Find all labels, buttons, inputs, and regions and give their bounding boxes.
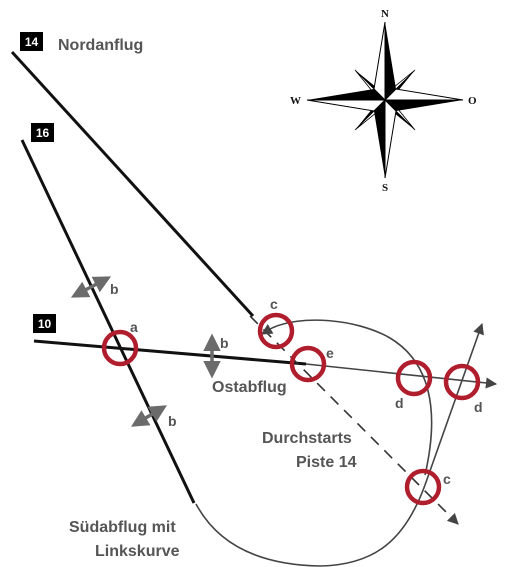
svg-text:14: 14	[25, 35, 39, 49]
marker-label-b2: b	[220, 335, 229, 351]
runway-10-line	[33, 339, 307, 366]
marker-label-d-left: d	[395, 395, 404, 411]
right-climb-path	[424, 322, 484, 486]
compass-rose: N S W O	[290, 8, 477, 194]
label-suedabflug-line1: Südabflug mit	[69, 519, 176, 536]
svg-text:16: 16	[36, 126, 50, 140]
label-nordanflug: Nordanflug	[58, 37, 143, 54]
marker-circle-a	[101, 329, 139, 367]
marker-circle-c-top	[257, 312, 295, 350]
marker-circle-e	[289, 345, 327, 383]
marker-circle-c-bottom	[404, 468, 442, 506]
svg-text:10: 10	[38, 317, 52, 331]
marker-label-c-top: c	[270, 296, 278, 312]
compass-west-label: W	[290, 95, 301, 107]
compass-point-south	[384, 98, 397, 179]
runway-16-badge: 16	[31, 123, 54, 142]
marker-circle-d-right	[443, 363, 481, 401]
runway-14-line	[10, 50, 255, 318]
north-loop-curve	[271, 319, 433, 476]
marker-label-d-right: d	[474, 399, 483, 415]
compass-point-west	[306, 99, 387, 112]
label-durchstarts-line1: Durchstarts	[262, 430, 352, 447]
label-ostabflug: Ostabflug	[212, 379, 287, 396]
compass-east-label: O	[468, 95, 477, 107]
label-suedabflug-line2: Linkskurve	[95, 543, 180, 560]
east-departure-path	[305, 363, 498, 389]
compass-north-label: N	[381, 8, 389, 20]
marker-label-b1: b	[110, 281, 119, 297]
marker-label-e: e	[326, 345, 334, 361]
marker-circle-d-left	[395, 359, 433, 397]
loop-arrow-left	[261, 324, 274, 335]
marker-label-a: a	[130, 319, 138, 335]
sensitivity-arrow-b1	[70, 276, 112, 298]
compass-point-north	[373, 21, 386, 102]
sensitivity-arrow-b3	[130, 405, 168, 427]
compass-south-label: S	[382, 182, 388, 194]
south-departure-curve	[195, 484, 426, 567]
compass-point-east	[383, 88, 464, 101]
marker-label-b3: b	[168, 413, 177, 429]
marker-label-c-bottom: c	[443, 471, 451, 487]
label-durchstarts-line2: Piste 14	[296, 454, 357, 471]
runway-14-badge: 14	[20, 32, 43, 51]
runway-16-line	[20, 139, 196, 504]
runway-10-badge: 10	[33, 314, 56, 333]
